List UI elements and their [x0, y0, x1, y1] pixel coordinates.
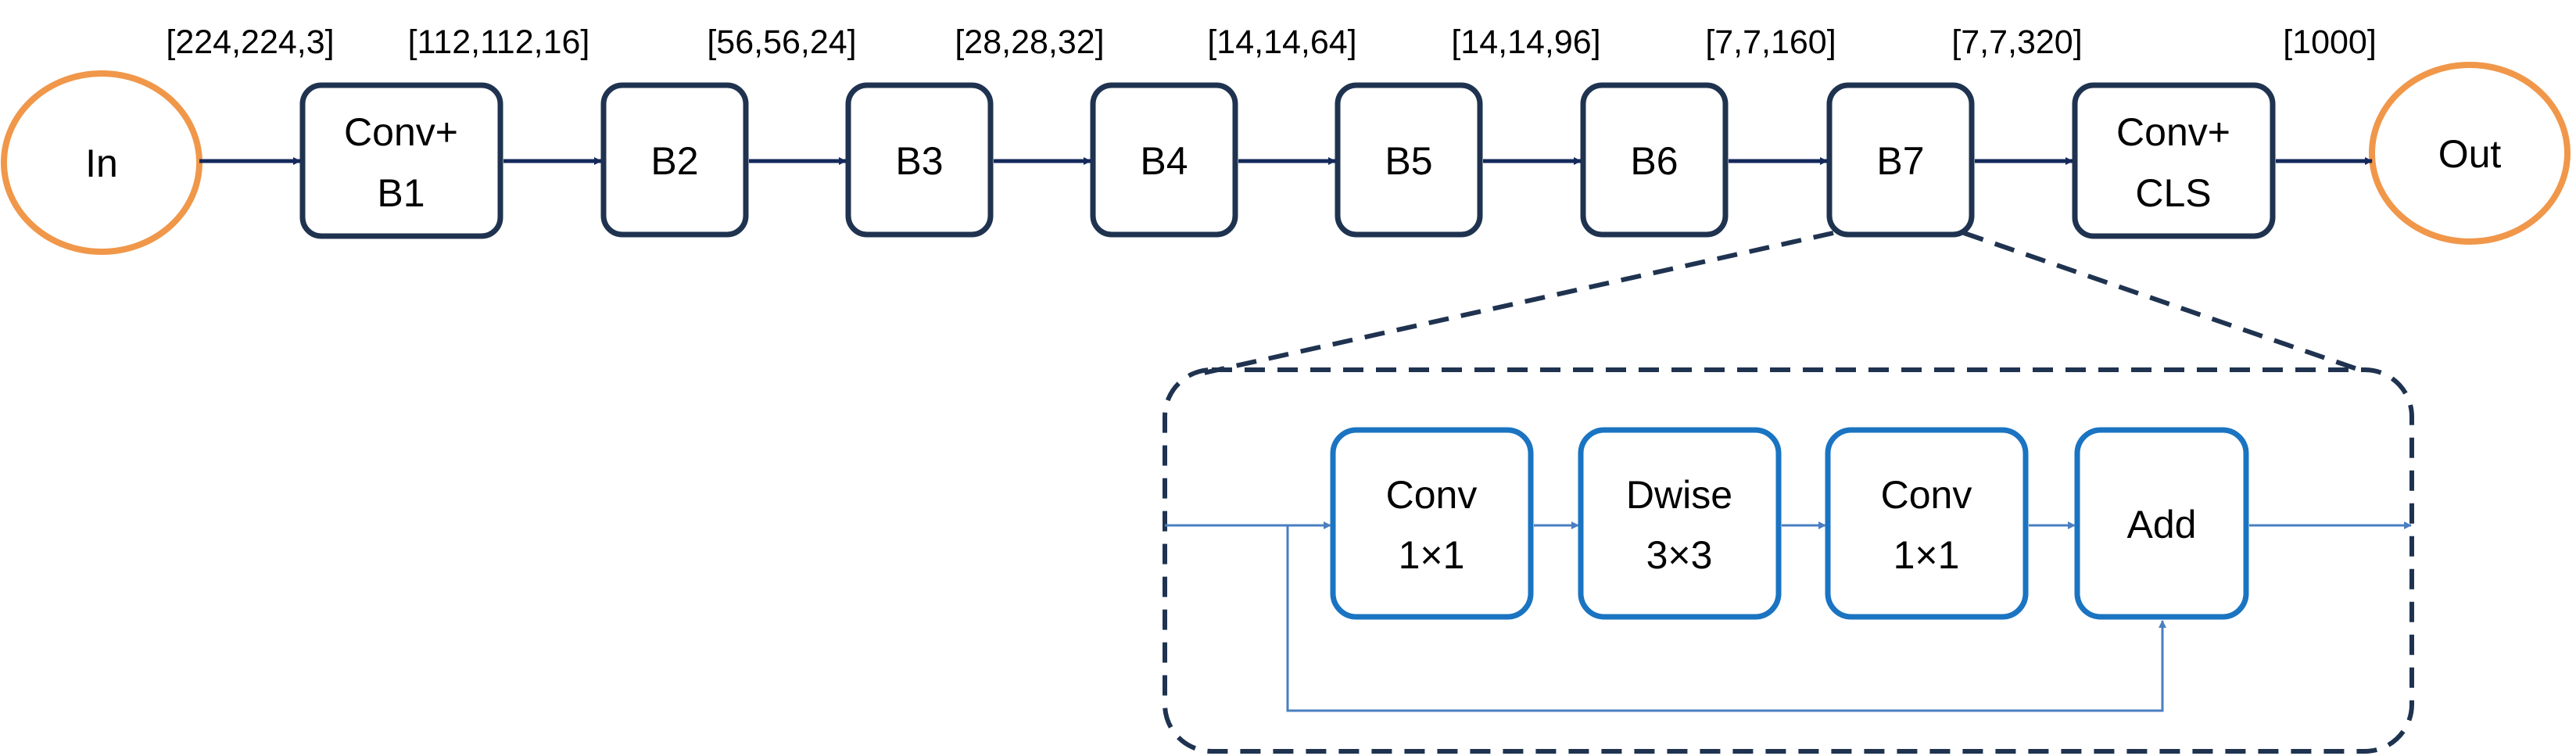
zoom-line-right	[1963, 231, 2358, 371]
block-conv-b1: Conv+ B1	[299, 82, 503, 239]
block-b3-label: B3	[895, 139, 943, 183]
block-b5-label: B5	[1385, 139, 1432, 183]
inner-block-dwise: Dwise 3×3	[1578, 427, 1782, 620]
output-node-label: Out	[2438, 132, 2502, 176]
dim-label-output: [1000]	[2283, 23, 2377, 61]
inner-arrows	[1165, 521, 2412, 712]
block-b2: B2	[600, 82, 749, 238]
dim-label-input: [224,224,3]	[166, 23, 334, 61]
block-conv-b1-line2: B1	[377, 171, 425, 215]
input-node-label: In	[85, 142, 118, 185]
dim-label-b3: [28,28,32]	[955, 23, 1104, 61]
inner-block-conv2-line2: 1×1	[1893, 533, 1960, 577]
dim-label-b1: [112,112,16]	[408, 23, 590, 61]
inner-block-conv2: Conv 1×1	[1825, 427, 2029, 620]
block-b5: B5	[1335, 82, 1483, 238]
block-b3: B3	[845, 82, 994, 238]
dimension-labels: [224,224,3] [112,112,16] [56,56,24] [28,…	[166, 23, 2376, 61]
block-b7: B7	[1826, 82, 1975, 238]
dim-label-b4: [14,14,64]	[1207, 23, 1356, 61]
inner-block-conv2-line1: Conv	[1881, 473, 1972, 517]
block-b6: B6	[1580, 82, 1729, 238]
block-b4-label: B4	[1140, 139, 1188, 183]
b7-expansion-container	[1163, 367, 2414, 754]
skip-connection	[1286, 525, 2166, 712]
dim-label-b6: [7,7,160]	[1705, 23, 1836, 61]
dim-label-b2: [56,56,24]	[707, 23, 856, 61]
inner-block-conv1-line2: 1×1	[1399, 533, 1465, 577]
block-b4: B4	[1090, 82, 1238, 238]
zoom-line-left	[1203, 231, 1834, 375]
block-b6-label: B6	[1630, 139, 1678, 183]
block-b2-label: B2	[650, 139, 698, 183]
inner-block-conv1: Conv 1×1	[1330, 427, 1534, 620]
dim-label-b7: [7,7,320]	[1951, 23, 2082, 61]
inner-block-add-label: Add	[2127, 503, 2197, 546]
inner-block-dwise-line2: 3×3	[1646, 533, 1713, 577]
block-conv-cls-line2: CLS	[2135, 171, 2211, 215]
zoom-lines	[1203, 231, 2358, 375]
block-conv-cls-line1: Conv+	[2116, 110, 2230, 154]
block-conv-b1-line1: Conv+	[344, 110, 458, 154]
block-b7-label: B7	[1876, 139, 1924, 183]
output-node: Out	[2369, 62, 2571, 245]
input-node: In	[1, 70, 202, 255]
inner-block-dwise-line1: Dwise	[1626, 473, 1732, 517]
dim-label-b5: [14,14,96]	[1451, 23, 1600, 61]
block-conv-cls: Conv+ CLS	[2072, 82, 2276, 239]
inner-block-conv1-line1: Conv	[1386, 473, 1478, 517]
inner-block-add: Add	[2074, 427, 2249, 620]
